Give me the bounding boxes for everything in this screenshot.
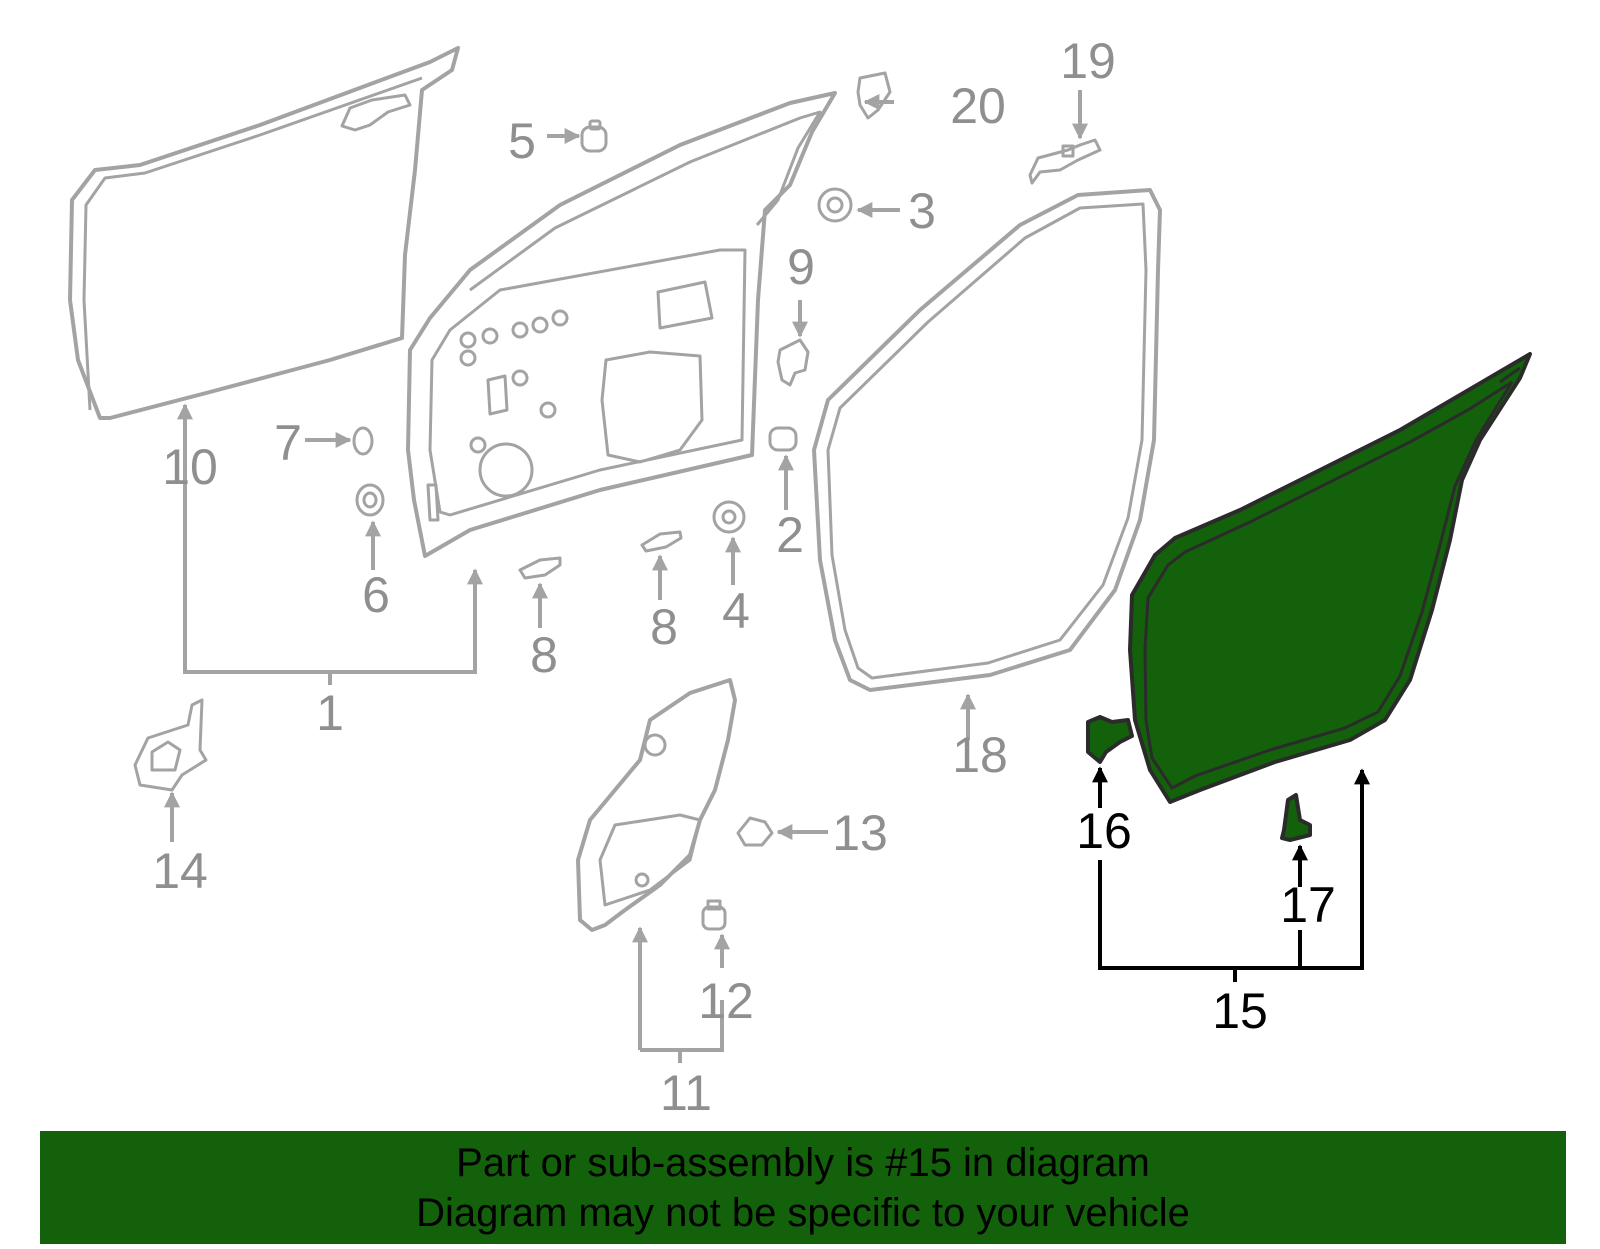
callout-11: 11 <box>660 1065 712 1121</box>
bracket-part-20 <box>856 71 892 120</box>
callout-18: 18 <box>952 727 1008 783</box>
bracket-part-19 <box>1028 138 1102 185</box>
callout-19: 19 <box>1060 33 1116 89</box>
callout-17: 17 <box>1280 877 1336 933</box>
clip-part-16 <box>1086 715 1134 764</box>
door-weatherstrip-part-18 <box>812 188 1162 692</box>
callout-6: 6 <box>362 567 390 623</box>
stopper-part-9 <box>776 338 810 387</box>
clip-part-5 <box>580 119 608 153</box>
callout-leaders <box>164 90 1370 1063</box>
bracket-part-13 <box>736 816 774 847</box>
callout-9: 9 <box>787 239 815 295</box>
callout-8-right: 8 <box>650 599 678 655</box>
callout-15: 15 <box>1212 983 1268 1039</box>
clip-part-8-right <box>640 530 683 553</box>
callout-20: 20 <box>950 78 1006 134</box>
clip-part-17 <box>1280 793 1312 842</box>
window-regulator-part-11 <box>576 678 737 932</box>
callout-numbers: 1 2 3 4 5 6 7 8 8 9 10 11 12 13 14 15 16… <box>152 33 1336 1121</box>
outer-door-panel-part-10 <box>68 46 460 420</box>
retainer-part-4 <box>712 500 746 534</box>
plug-part-6 <box>355 483 385 517</box>
callout-4: 4 <box>722 583 750 639</box>
bolt-part-12 <box>701 899 727 931</box>
callout-7: 7 <box>274 415 302 471</box>
callout-8-left: 8 <box>530 627 558 683</box>
callout-10: 10 <box>162 439 218 495</box>
part-notice-banner: Part or sub-assembly is #15 in diagram D… <box>40 1131 1566 1244</box>
callout-16: 16 <box>1076 803 1132 859</box>
bumper-part-2 <box>768 426 798 452</box>
callout-13: 13 <box>832 805 888 861</box>
clip-part-8-left <box>518 556 562 580</box>
callout-3: 3 <box>908 183 936 239</box>
callout-1: 1 <box>316 685 344 741</box>
callout-12: 12 <box>698 973 754 1029</box>
plug-part-7 <box>352 426 374 456</box>
bracket-part-14 <box>133 698 208 792</box>
callout-2: 2 <box>776 507 804 563</box>
parts-diagram: 1 2 3 4 5 6 7 8 8 9 10 11 12 13 14 15 16… <box>68 33 1532 1121</box>
banner-line-part-number: Part or sub-assembly is #15 in diagram <box>456 1140 1150 1185</box>
grommet-part-3 <box>817 187 853 223</box>
banner-line-disclaimer: Diagram may not be specific to your vehi… <box>416 1190 1190 1235</box>
door-shell-part-1 <box>406 91 837 558</box>
weatherstrip-assembly-part-15 <box>1128 352 1532 804</box>
callout-14: 14 <box>152 843 208 899</box>
callout-5: 5 <box>508 113 536 169</box>
